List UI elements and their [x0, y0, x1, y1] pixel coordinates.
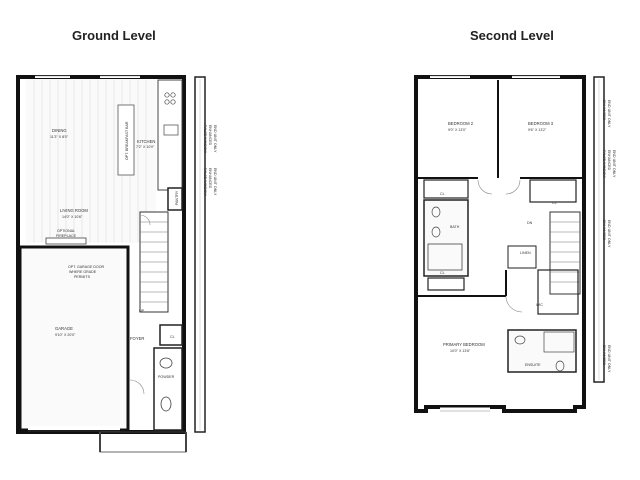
bedroom2-closet [423, 179, 469, 199]
dining-label: DINING [52, 128, 67, 133]
floor-hatch [33, 80, 147, 242]
kitchen-dim: 7'2" X 10'0" [136, 145, 155, 149]
garage-door-note-line3: PERMITS [74, 275, 91, 279]
pantry-label: PANTRY [175, 190, 179, 205]
second-side-note-1-line1: ENHANCED [602, 100, 606, 121]
fireplace-label-line1: OPTIONAL [57, 229, 75, 233]
bedroom2-dim: 9'0" X 13'0" [448, 128, 467, 132]
ground-side-note-1-line1: FALSE WINDOW [203, 125, 207, 154]
ground-closet-label: CL [170, 335, 175, 339]
ensuite-label: ENSUITE [525, 363, 541, 367]
garage-dim: 9'10" X 20'0" [55, 333, 76, 337]
dining-floor [26, 79, 156, 243]
ground-level-title: Ground Level [72, 28, 156, 43]
second-side-note-1-line2: END UNIT ONLY [607, 100, 611, 128]
second-stairs [549, 211, 581, 295]
fireplace [45, 237, 87, 245]
bedroom3-label: BEDROOM 3 [528, 121, 554, 126]
bedroom2-closet-label: CL [440, 192, 445, 196]
ground-side-notes: FALSE WINDOW ENHANCED END UNIT ONLY FALS… [203, 125, 217, 197]
breakfast-bar [117, 104, 135, 176]
powder-room [153, 347, 183, 431]
second-side-note-2-line3: END UNIT ONLY [612, 150, 616, 178]
linen-closet [507, 245, 537, 269]
front-porch [99, 431, 187, 453]
ground-side-note-1-line2: ENHANCED [208, 125, 212, 146]
dining-dim: 11'3" X 8'0" [50, 135, 69, 139]
shower [543, 331, 575, 353]
living-room-dim: 14'0" X 10'6" [62, 215, 83, 219]
ground-closet [159, 324, 183, 346]
ground-side-note-2-line3: END UNIT ONLY [213, 168, 217, 196]
second-dn-label: DN [527, 221, 533, 225]
ground-side-note-2-line2: ENHANCED [208, 168, 212, 189]
kitchen-sink [163, 124, 179, 136]
linen-label: LINEN [520, 251, 531, 255]
ground-side-wall [194, 76, 206, 433]
ground-level-plan [16, 75, 206, 453]
second-side-note-4-line2: END UNIT ONLY [607, 345, 611, 373]
foyer-label: FOYER [130, 336, 144, 341]
ensuite-room [507, 329, 577, 373]
kitchen-label: KITCHEN [137, 139, 155, 144]
bedroom3-dim: 9'6" X 13'2" [528, 128, 547, 132]
second-outer-wall [414, 75, 586, 413]
primary-bedroom-label: PRIMARY BEDROOM [443, 342, 485, 347]
second-side-note-3-line1: ENHANCED [602, 220, 606, 241]
bath-label: BATH [450, 225, 460, 229]
breakfast-bar-label: OPT. BREAKFAST BAR [125, 121, 129, 160]
second-level-plan [414, 75, 605, 413]
fireplace-label-line2: FIREPLACE [56, 234, 77, 238]
pantry-room [167, 187, 183, 211]
second-level-title: Second Level [470, 28, 554, 43]
second-side-note-4-line1: ENHANCED [602, 345, 606, 366]
bedroom3-closet [529, 179, 577, 203]
primary-bedroom-dim: 10'0" X 13'6" [450, 349, 471, 353]
ground-side-note-1-line3: END UNIT ONLY [213, 125, 217, 153]
second-side-wall [593, 76, 605, 383]
wic-label: WIC [536, 303, 543, 307]
hall-closet [427, 277, 465, 291]
ground-side-note-2-line1: FALSE WINDOW [203, 168, 207, 197]
bedroom3-closet-label: CL [552, 201, 557, 205]
garage-label: GARAGE [55, 326, 73, 331]
bath-room [423, 199, 469, 277]
walk-in-closet [537, 269, 579, 315]
second-side-note-2-line2: ENHANCED [607, 150, 611, 171]
second-side-note-2-line1: FALSE WINDOW [602, 150, 606, 179]
powder-label: POWDER [158, 375, 175, 379]
bedroom2-label: BEDROOM 2 [448, 121, 474, 126]
garage-door-note-line1: OPT. GARAGE DOOR [68, 265, 105, 269]
bathtub [427, 243, 463, 271]
living-room-label: LIVING ROOM [60, 208, 88, 213]
garage-door-note-line2: WHERE GRADE [69, 270, 97, 274]
second-side-notes: ENHANCED END UNIT ONLY FALSE WINDOW ENHA… [602, 100, 616, 373]
ground-up-label: UP [139, 309, 145, 313]
hall-closet-label: CL [440, 271, 445, 275]
second-side-note-3-line2: END UNIT ONLY [607, 220, 611, 248]
